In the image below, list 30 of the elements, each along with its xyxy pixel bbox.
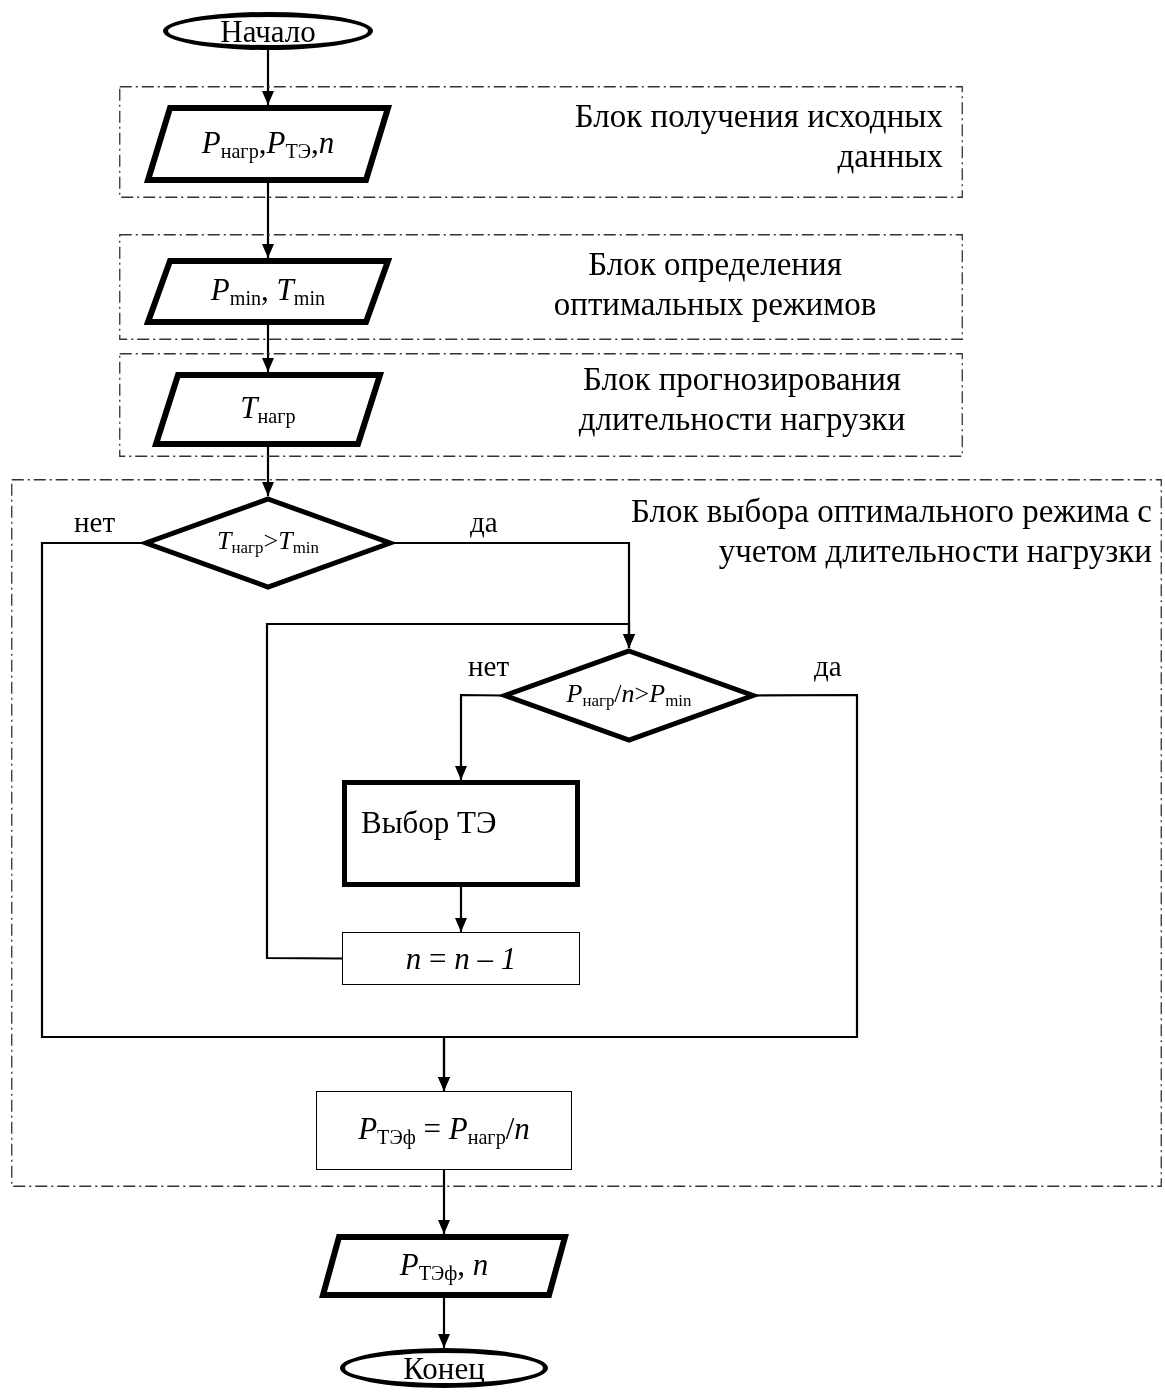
block-frame <box>11 479 1162 1187</box>
node-text: Начало <box>220 15 316 47</box>
flow-arrow <box>438 693 859 1091</box>
process-box <box>342 932 580 985</box>
node-text: Конец <box>403 1352 485 1384</box>
process-box <box>342 780 580 887</box>
block-title: Блок прогнозирования длительности нагрузки <box>577 360 907 439</box>
node-text: P$_{ТЭф}$, n <box>399 1248 489 1284</box>
node-text: P$_{ТЭф}$ = P$_{нагр}$/n <box>358 1113 530 1148</box>
block-title: Блок выбора оптимального режима с учетом длительности нагрузки <box>630 492 1152 571</box>
node-text: n = n – 1 <box>405 943 517 974</box>
flow-arrow <box>455 693 502 780</box>
block-title: Блок определения оптимальных режимов <box>552 245 878 324</box>
flow-arrow <box>438 1170 450 1234</box>
flow-arrow <box>262 183 274 258</box>
node-text: Выбор ТЭ <box>361 807 497 838</box>
flow-arrow <box>438 1298 450 1348</box>
block-frame <box>119 234 963 340</box>
condition-text: T$_{нагр}$>T$_{min}$ <box>217 528 319 558</box>
flow-arrow <box>455 887 467 932</box>
node-text: P$_{min}$, T$_{min}$ <box>210 274 326 309</box>
flow-arrow <box>262 447 274 496</box>
node-text: T$_{нагр}$ <box>240 392 296 427</box>
block-frame <box>119 86 963 198</box>
node-text: P$_{нагр}$,P$_{ТЭ}$,n <box>201 126 335 162</box>
block-frame <box>119 353 963 457</box>
flow-arrow <box>262 50 274 105</box>
process-box <box>316 1091 572 1170</box>
flow-arrow <box>262 325 274 372</box>
block-title: Блок получения исходных данных <box>573 97 943 176</box>
